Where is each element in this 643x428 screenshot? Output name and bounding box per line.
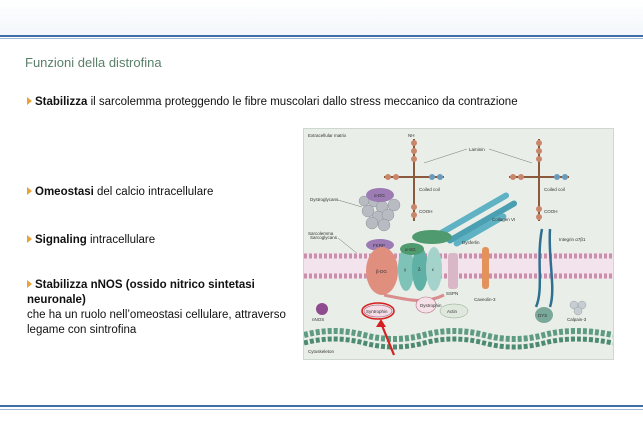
label-coiled-coil-left: Coiled coil — [419, 187, 440, 192]
label-cooh-left: COOH — [419, 209, 433, 214]
label-cooh-right: COOH — [544, 209, 558, 214]
highlight-circle — [361, 302, 395, 320]
label-dysferlin: Dysferlin — [462, 240, 480, 245]
label-nh2: NH — [408, 133, 415, 138]
nnos-protein — [316, 303, 328, 315]
label-dystrophin: Dystrophin — [420, 303, 442, 308]
calpain-3 — [569, 300, 587, 316]
label-laminin: Laminin — [469, 147, 485, 152]
slide-title: Funzioni della distrofina — [25, 55, 162, 70]
bullet-bold: Stabilizza nNOS (ossido nitrico sintetas… — [27, 279, 255, 306]
header-rule — [0, 35, 643, 37]
bullet-arrow-icon — [27, 280, 32, 288]
dystrophin-rod — [383, 293, 445, 302]
fkrp — [366, 239, 394, 251]
actin-filaments — [304, 328, 613, 350]
label-sarcoglycans: Sarcoglycans — [310, 235, 338, 240]
integrin-cytoplasmic — [535, 307, 553, 323]
bullet-arrow-icon — [27, 235, 32, 243]
collagen-vi — [438, 192, 518, 247]
label-dystroglycans: Dystroglycans — [310, 197, 339, 202]
label-cytoskeleton: Cytoskeleton — [308, 349, 335, 354]
label-caveolin: Caveolin-3 — [474, 297, 496, 302]
annotation-arrow — [379, 322, 396, 356]
label-actin: Actin — [447, 309, 458, 314]
label-integrin: Integrin α7β1 — [559, 237, 586, 242]
label-extracellular: Extracellular matrix — [308, 133, 347, 138]
laminin-right — [509, 139, 569, 221]
header-rule-thin — [0, 38, 643, 39]
bullet-bold: Stabilizza — [35, 96, 88, 108]
dystrophin-domain — [415, 296, 437, 314]
label-g1: γ — [404, 267, 407, 272]
bullet-text: il sarcolemma proteggendo le fibre musco… — [87, 96, 518, 108]
bullet-text: intracellulare — [86, 234, 156, 246]
dystrophin-diagram: Extracellular matrix Sarcolemma Cytoskel… — [304, 133, 613, 356]
alpha-dg — [366, 188, 394, 202]
label-alpha-sg: α-SG — [405, 247, 416, 252]
sarcospan — [448, 253, 458, 289]
integrin-alpha — [534, 228, 544, 308]
label-calpain: Calpain-3 — [567, 317, 587, 322]
membrane-bilayer — [304, 253, 613, 279]
label-syntrophin: Syntrophin — [366, 309, 388, 314]
footer-rule-thin — [0, 409, 643, 410]
footer-rule — [0, 405, 643, 407]
bullet-bold: Signaling — [35, 234, 87, 246]
bullet-nnos: Stabilizza nNOS (ossido nitrico sintetas… — [27, 278, 307, 338]
bullet-arrow-icon — [27, 97, 32, 105]
label-alpha-dg: α-DG — [374, 193, 385, 198]
annotation-arrowhead — [376, 319, 386, 327]
sarcoglycan-delta — [412, 247, 428, 291]
label-fkrp: FKRP — [373, 243, 385, 248]
label-g2: δ — [418, 267, 421, 272]
bullet-bold: Omeostasi — [35, 186, 94, 198]
bullet-sarcolemma: Stabilizza il sarcolemma proteggendo le … — [27, 95, 518, 110]
sarcoglycan-epsilon — [426, 247, 442, 291]
bullet-signaling: Signaling intracellulare — [27, 233, 155, 248]
label-sarcolemma: Sarcolemma — [308, 231, 334, 236]
slide-header-band — [0, 0, 643, 37]
laminin-left — [384, 139, 444, 221]
label-dys: DYS — [538, 313, 547, 318]
bullet-text: che ha un ruolo nell’omeostasi cellulare… — [27, 309, 286, 336]
label-coiled-coil-right: Coiled coil — [544, 187, 565, 192]
caveolin — [482, 247, 489, 289]
sarcoglycan-gamma — [398, 247, 414, 291]
label-nnos: nNOS — [312, 317, 324, 322]
beta-dg — [366, 247, 398, 295]
integrin-beta — [548, 228, 554, 308]
label-collagen: Collagen VI — [492, 217, 515, 222]
bullet-text: del calcio intracellulare — [93, 186, 214, 198]
alpha-sg — [400, 243, 424, 255]
label-g3: ε — [432, 267, 434, 272]
syntrophin-protein — [363, 304, 393, 318]
bullet-arrow-icon — [27, 187, 32, 195]
dysferlin — [412, 230, 452, 244]
label-beta-dg: β-DG — [376, 269, 387, 274]
dystrophin-complex-figure: Extracellular matrix Sarcolemma Cytoskel… — [303, 128, 614, 360]
label-sarcospan: SSPN — [446, 291, 458, 296]
bullet-calcium: Omeostasi del calcio intracellulare — [27, 185, 213, 200]
actin-binding — [439, 303, 469, 319]
